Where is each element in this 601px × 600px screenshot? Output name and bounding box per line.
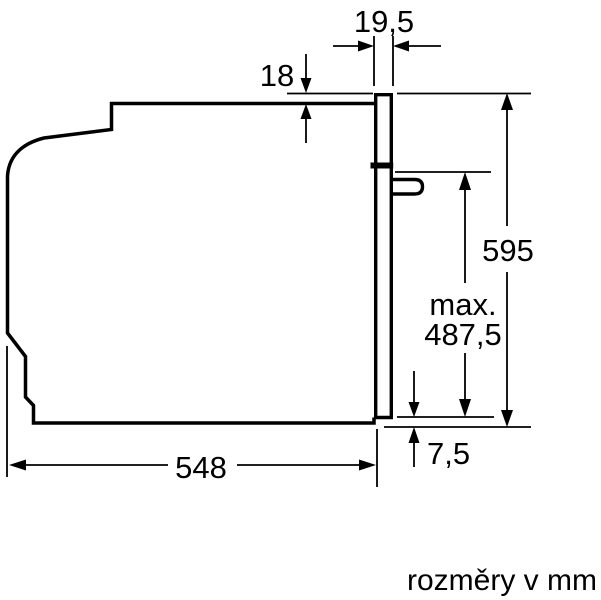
dim-max-value: 487,5 — [424, 317, 502, 352]
control-panel-section — [374, 93, 393, 164]
units-note: rozměry v mm — [407, 564, 597, 597]
dim-19-5: 19,5 — [333, 4, 441, 52]
door-handle — [391, 177, 425, 196]
arrowhead-right-icon — [359, 459, 376, 471]
dim-18-label: 18 — [260, 58, 294, 93]
arrowhead-down-icon — [300, 78, 312, 93]
dim-595: 595 — [482, 93, 534, 427]
dim-7-5: 7,5 — [408, 371, 470, 471]
arrowhead-down-icon — [459, 399, 471, 417]
extension-lines — [6, 36, 531, 487]
arrowhead-up-icon — [501, 93, 513, 110]
arrowhead-left-icon — [393, 40, 409, 52]
arrowhead-down-icon — [501, 410, 513, 427]
dim-595-label: 595 — [482, 233, 534, 268]
dim-19-5-label: 19,5 — [354, 4, 414, 39]
dim-18: 18 — [260, 54, 312, 143]
oven-body-outline — [5, 101, 376, 425]
arrowhead-up-icon — [408, 427, 420, 443]
oven-door-panel — [370, 93, 394, 420]
arrowhead-right-icon — [358, 40, 374, 52]
arrowhead-up-icon — [459, 172, 471, 190]
dim-548-label: 548 — [175, 450, 227, 485]
dim-548: 548 — [9, 450, 376, 485]
dim-max-label: max. — [429, 287, 496, 322]
arrowhead-left-icon — [9, 459, 26, 471]
dim-max-487-5: max. 487,5 — [424, 172, 502, 417]
arrowhead-down-icon — [408, 402, 420, 417]
dim-7-5-label: 7,5 — [427, 436, 470, 471]
oven-body-profile — [5, 101, 376, 425]
arrowhead-up-icon — [300, 104, 312, 119]
